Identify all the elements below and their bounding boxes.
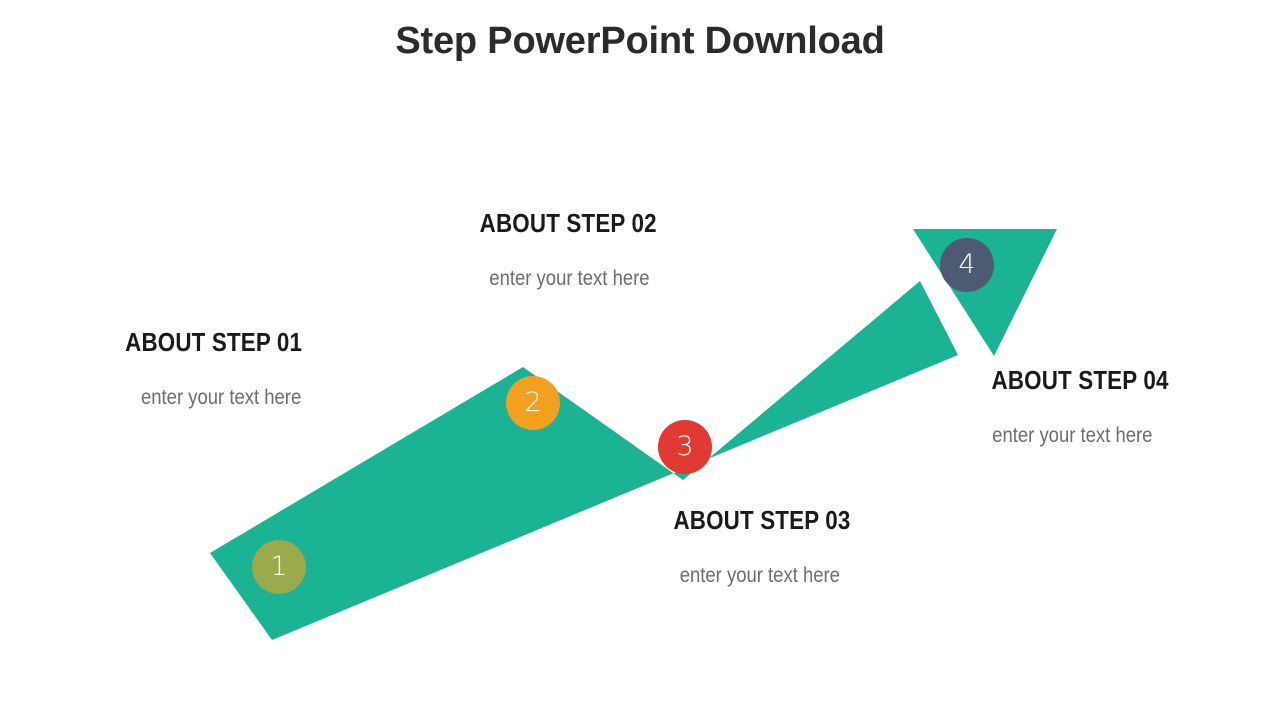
arrow-ribbon-path bbox=[210, 281, 958, 640]
step-marker-4[interactable]: 4 bbox=[940, 238, 994, 292]
step-3-subtext: enter your text here bbox=[679, 564, 840, 587]
step-2-subtext: enter your text here bbox=[489, 267, 650, 290]
step-2-heading: ABOUT STEP 02 bbox=[479, 208, 657, 238]
step-1-subtext: enter your text here bbox=[140, 386, 302, 409]
step-1-heading: ABOUT STEP 01 bbox=[125, 327, 303, 357]
step-4-heading: ABOUT STEP 04 bbox=[991, 365, 1169, 395]
page-title: Step PowerPoint Download bbox=[395, 20, 885, 62]
step-marker-3-number: 3 bbox=[676, 430, 694, 462]
step-marker-2-number: 2 bbox=[524, 386, 542, 418]
step-marker-1-number: 1 bbox=[270, 550, 288, 582]
step-marker-3[interactable]: 3 bbox=[658, 420, 712, 474]
step-3-heading: ABOUT STEP 03 bbox=[673, 505, 851, 535]
step-4-subtext: enter your text here bbox=[992, 424, 1153, 447]
step-marker-4-number: 4 bbox=[958, 248, 976, 280]
step-marker-2[interactable]: 2 bbox=[506, 376, 560, 430]
step-marker-1[interactable]: 1 bbox=[252, 540, 306, 594]
